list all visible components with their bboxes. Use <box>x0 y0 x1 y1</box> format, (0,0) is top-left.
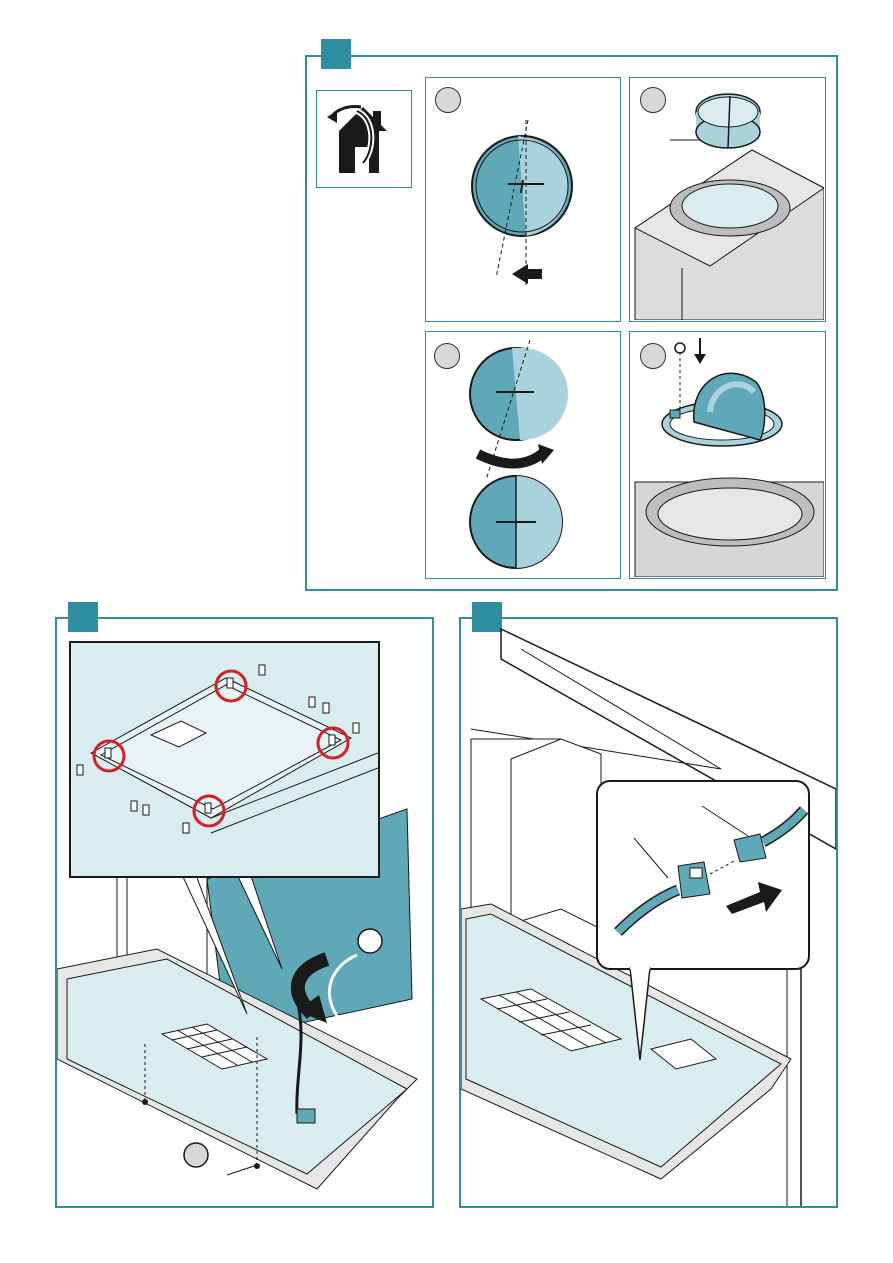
step-b-panel <box>629 77 826 322</box>
step-c-number-badge <box>434 343 460 369</box>
step-d-panel <box>629 331 826 579</box>
mounting-points-detail-illustration <box>71 643 378 876</box>
step-c-panel <box>425 331 621 579</box>
step-b-number-badge <box>640 87 666 113</box>
step-d-number-badge <box>640 343 666 369</box>
mounting-points-detail-inset <box>69 641 380 878</box>
damper-disc-rotation-illustration <box>426 78 619 320</box>
top-section-tab <box>321 39 351 69</box>
ducted-extraction-house-icon <box>317 91 410 186</box>
connector-plug-icon <box>598 782 808 968</box>
connector-callout-bubble <box>596 780 810 970</box>
house-icon-box <box>316 90 412 188</box>
damper-screw-fixing-illustration <box>630 332 824 577</box>
damper-insertion-illustration <box>630 78 824 320</box>
step-a-number-badge <box>435 87 461 113</box>
damper-alignment-illustration <box>426 332 619 577</box>
step-a-panel <box>425 77 621 322</box>
connector-callout-pointer <box>620 960 680 1070</box>
